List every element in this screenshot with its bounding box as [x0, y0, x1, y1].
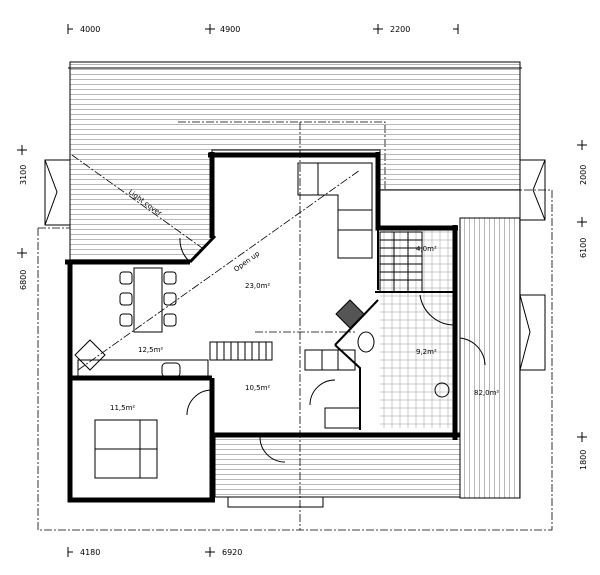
- front-terrace: [214, 436, 461, 498]
- bed: [94, 419, 158, 479]
- centre-line: [255, 122, 355, 530]
- dimension-label: 4180: [80, 548, 100, 557]
- sauna-area-label: 4,0m²: [416, 245, 437, 253]
- door-deck: [179, 237, 191, 263]
- door-entry: [259, 436, 286, 463]
- door-washroom: [309, 379, 336, 406]
- dimension-label: 4900: [220, 25, 240, 34]
- entry-step: [227, 496, 324, 508]
- annotation-line: [71, 154, 361, 371]
- washroom-floor: [380, 228, 455, 428]
- window-right-top: [519, 159, 546, 221]
- dimension-left: 3100 6800: [17, 145, 28, 290]
- door-terrace: [459, 337, 486, 366]
- dimension-label: 6920: [222, 548, 242, 557]
- bedroom-area-label: 11,5m²: [110, 404, 135, 412]
- window-right: [519, 294, 546, 371]
- open-up-label: Open up: [232, 249, 261, 273]
- wc: [357, 331, 375, 353]
- dimension-label: 2200: [390, 25, 410, 34]
- side-deck: [459, 217, 521, 499]
- terrace-area-label: 82,0m²: [474, 389, 499, 397]
- dining-table: [119, 267, 177, 333]
- dimension-label: 6100: [579, 238, 588, 258]
- washroom-area-label: 9,2m²: [416, 348, 437, 356]
- bathroom-cabinets: [304, 349, 450, 429]
- dimension-bottom: 4180 6920: [67, 547, 242, 557]
- dimension-label: 4000: [80, 25, 100, 34]
- living-area-label: 23,0m²: [245, 282, 270, 290]
- dimension-top: 4000 4900 2200: [67, 24, 522, 69]
- window-left: [44, 159, 71, 226]
- sofa: [297, 162, 373, 259]
- dimension-label: 1800: [579, 450, 588, 470]
- door-bedroom: [186, 389, 213, 416]
- door-sauna: [419, 294, 456, 326]
- kitchen-counter: [74, 339, 209, 381]
- dimension-label: 3100: [19, 165, 28, 185]
- dimension-label: 2000: [579, 165, 588, 185]
- dimension-right: 2000 6100 1800: [577, 140, 588, 470]
- kitchen-area-label: 12,5m²: [138, 346, 163, 354]
- fireplace: [335, 299, 365, 329]
- dimension-label: 6800: [19, 270, 28, 290]
- stairs: [209, 231, 423, 361]
- hall-area-label: 10,5m²: [245, 384, 270, 392]
